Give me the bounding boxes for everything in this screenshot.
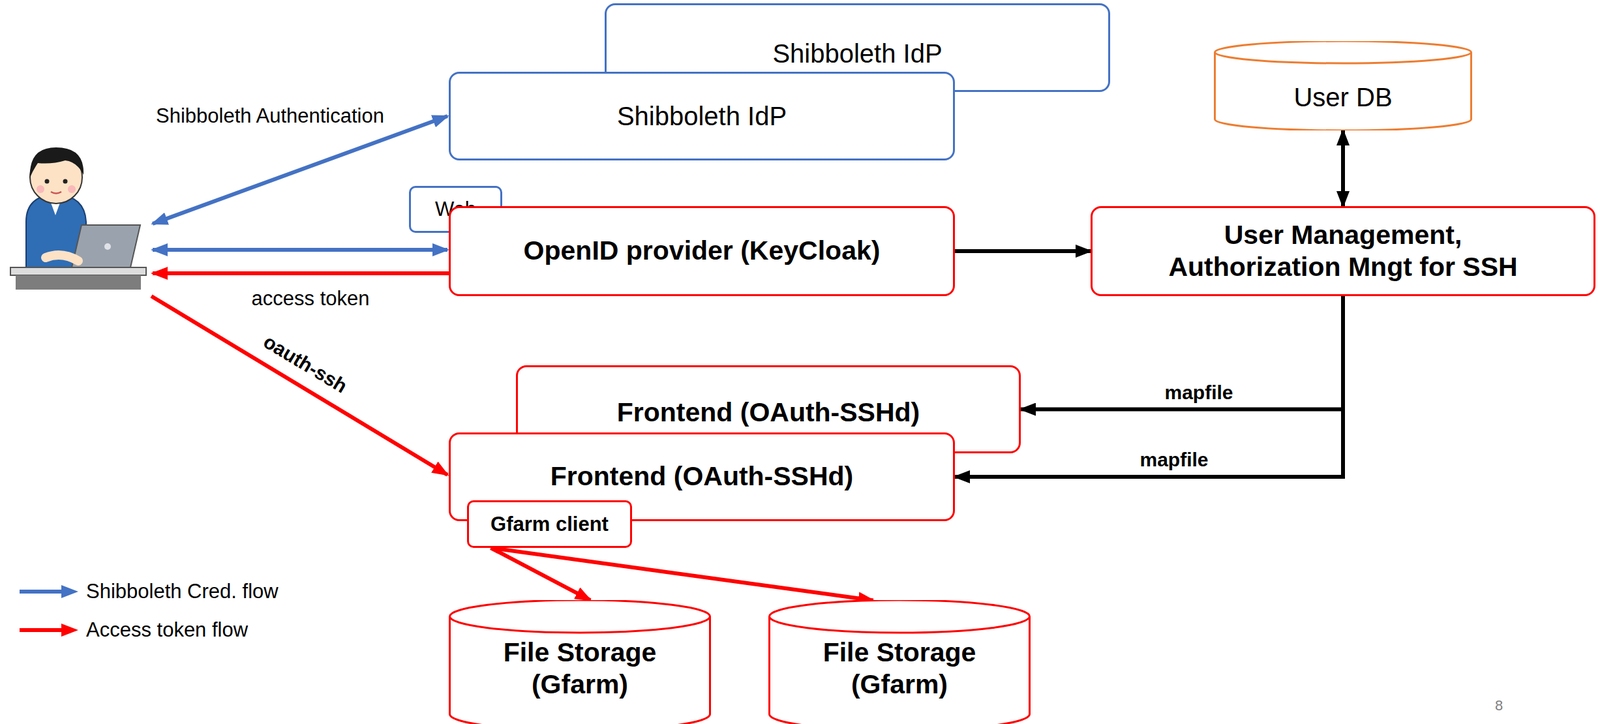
process-box: Shibboleth IdP	[448, 71, 955, 161]
node-label: Frontend (OAuth-SSHd)	[550, 460, 854, 493]
legend-label: Access token flow	[86, 617, 248, 642]
node-label: File Storage (Gfarm)	[482, 636, 678, 701]
node-label: Gfarm client	[490, 512, 609, 537]
process-box: OpenID provider (KeyCloak)	[448, 206, 955, 297]
node-label: Frontend (OAuth-SSHd)	[617, 396, 921, 429]
storage-cylinder: File Storage (Gfarm)	[448, 600, 711, 724]
connector	[1341, 130, 1345, 207]
connector	[954, 249, 1091, 254]
node-label: Shibboleth IdP	[772, 37, 942, 70]
user-figure	[10, 147, 147, 290]
storage-cylinder: File Storage (Gfarm)	[768, 600, 1031, 724]
shibboleth-flow	[152, 247, 448, 252]
legend-swatch	[19, 583, 80, 600]
legend-swatch	[19, 622, 80, 638]
token-flow	[151, 296, 448, 475]
token-flow	[152, 271, 449, 276]
node-label: File Storage (Gfarm)	[801, 636, 998, 701]
flow-label: Shibboleth Authentication	[155, 103, 385, 128]
edge-label: mapfile	[1136, 448, 1211, 472]
node-label: User Management, Authorization Mngt for …	[1150, 219, 1536, 284]
edge-label: mapfile	[1161, 380, 1236, 405]
process-box: User Management, Authorization Mngt for …	[1090, 206, 1596, 297]
connector	[1020, 296, 1344, 410]
shibboleth-flow	[152, 116, 448, 224]
legend-label: Shibboleth Cred. flow	[86, 579, 279, 604]
node-label: Shibboleth IdP	[617, 100, 787, 132]
node-label: User DB	[1293, 81, 1392, 113]
connector	[491, 547, 874, 601]
process-box: Gfarm client	[467, 500, 633, 548]
page-number: 8	[1494, 697, 1503, 715]
node-label: OpenID provider (KeyCloak)	[523, 234, 881, 267]
flow-label: access token	[251, 286, 370, 311]
storage-cylinder: User DB	[1213, 41, 1473, 131]
